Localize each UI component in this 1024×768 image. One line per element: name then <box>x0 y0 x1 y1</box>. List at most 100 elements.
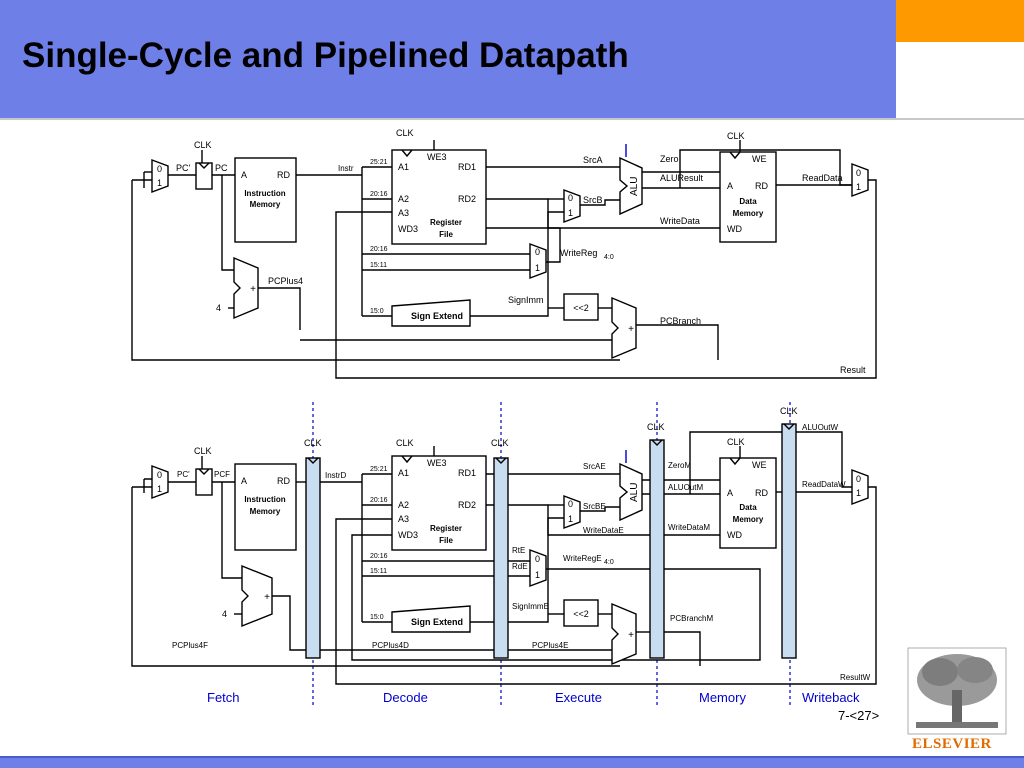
svg-text:0: 0 <box>568 499 573 509</box>
svg-text:CLK: CLK <box>780 406 798 416</box>
result-label: Result <box>840 365 866 375</box>
svg-text:RD: RD <box>277 476 290 486</box>
signimme-label: SignImmE <box>512 602 549 611</box>
pcplus4-adder-pipelined <box>241 564 273 628</box>
svg-text:WE3: WE3 <box>427 152 447 162</box>
pc-register-pipelined <box>195 468 213 496</box>
result-wire <box>335 179 877 379</box>
svg-text:+: + <box>250 284 256 295</box>
svg-text:RD: RD <box>277 170 290 180</box>
svg-text:WD: WD <box>727 530 742 540</box>
svg-text:4:0: 4:0 <box>604 254 614 261</box>
svg-text:Data: Data <box>739 503 757 512</box>
svg-text:ALU: ALU <box>629 177 640 196</box>
elsevier-logo <box>907 647 1007 735</box>
svg-text:1: 1 <box>856 488 861 498</box>
svg-text:RD1: RD1 <box>458 468 476 478</box>
svg-text:1: 1 <box>157 484 162 494</box>
svg-text:1: 1 <box>568 514 573 524</box>
svg-text:RD: RD <box>755 488 768 498</box>
bottom-bar <box>0 758 1024 768</box>
pcplus4-adder <box>233 256 259 320</box>
svg-text:A: A <box>241 170 247 180</box>
instruction-memory <box>234 157 297 243</box>
srca-label: SrcA <box>583 155 603 165</box>
shift-left-2-pipelined <box>563 599 599 627</box>
aluoutm-label: ALUOutM <box>668 483 703 492</box>
svg-text:PC': PC' <box>177 470 190 479</box>
pcplus4-wire <box>258 287 301 330</box>
svg-text:0: 0 <box>856 474 861 484</box>
writedata-label: WriteData <box>660 216 700 226</box>
pc-label: PC <box>215 163 228 173</box>
svg-text:A3: A3 <box>398 208 409 218</box>
data-memory <box>719 151 777 243</box>
pcbranch-adder <box>611 296 637 360</box>
writerege-label: WriteRegE <box>563 554 602 563</box>
pipelined-datapath: 0 1 PC' CLK PCF A RD Instruction Memory … <box>131 402 877 706</box>
svg-text:Register: Register <box>430 218 462 227</box>
publisher-name: ELSEVIER <box>912 736 992 752</box>
svg-text:15:0: 15:0 <box>370 614 384 621</box>
svg-text:A: A <box>727 488 733 498</box>
svg-text:0: 0 <box>535 554 540 564</box>
pc-register <box>195 162 213 190</box>
svg-text:CLK: CLK <box>194 446 212 456</box>
svg-text:Sign Extend: Sign Extend <box>411 617 463 627</box>
rde-label: RdE <box>512 562 528 571</box>
pc-mux-pipelined <box>151 464 169 500</box>
pipeline-register-em <box>649 439 665 659</box>
svg-text:RD2: RD2 <box>458 194 476 204</box>
svg-text:20:16: 20:16 <box>370 246 388 253</box>
svg-text:A: A <box>241 476 247 486</box>
svg-text:A2: A2 <box>398 500 409 510</box>
aluresult-label: ALUResult <box>660 173 704 183</box>
svg-text:0: 0 <box>568 193 573 203</box>
svg-text:A1: A1 <box>398 468 409 478</box>
slide-title: Single-Cycle and Pipelined Datapath <box>22 36 629 75</box>
rte-label: RtE <box>512 546 525 555</box>
svg-text:WE3: WE3 <box>427 458 447 468</box>
svg-text:20:16: 20:16 <box>370 497 388 504</box>
writedatae-label: WriteDataE <box>583 526 624 535</box>
pipeline-register-fd <box>305 457 321 659</box>
svg-text:15:0: 15:0 <box>370 308 384 315</box>
svg-text:WE: WE <box>752 460 767 470</box>
svg-text:A1: A1 <box>398 162 409 172</box>
writereg-mux-pipelined <box>529 548 547 588</box>
svg-text:CLK: CLK <box>647 422 665 432</box>
aluoutw-label: ALUOutW <box>802 423 838 432</box>
svg-text:CLK: CLK <box>194 140 212 150</box>
svg-text:1: 1 <box>157 178 162 188</box>
svg-text:20:16: 20:16 <box>370 191 388 198</box>
svg-text:A3: A3 <box>398 514 409 524</box>
stage-writeback: Writeback <box>802 690 860 705</box>
svg-text:Memory: Memory <box>250 200 281 209</box>
svg-text:1: 1 <box>568 208 573 218</box>
svg-text:CLK: CLK <box>396 128 414 138</box>
svg-text:<<2: <<2 <box>573 609 589 619</box>
svg-text:1: 1 <box>535 570 540 580</box>
svg-text:+: + <box>628 630 634 641</box>
svg-text:Sign Extend: Sign Extend <box>411 311 463 321</box>
pcbranch-wire <box>636 324 719 360</box>
signimm-wire <box>470 211 564 317</box>
svg-text:+: + <box>628 324 634 335</box>
svg-text:<<2: <<2 <box>573 303 589 313</box>
svg-text:1: 1 <box>856 182 861 192</box>
svg-text:RD2: RD2 <box>458 500 476 510</box>
instrd-label: InstrD <box>325 471 347 480</box>
instr-label: Instr <box>338 164 354 173</box>
svg-text:Memory: Memory <box>733 209 764 218</box>
svg-text:CLK: CLK <box>727 131 745 141</box>
readdata-label: ReadData <box>802 173 843 183</box>
stage-fetch: Fetch <box>207 690 240 705</box>
srcb-mux <box>563 188 581 224</box>
svg-text:0: 0 <box>157 470 162 480</box>
svg-text:File: File <box>439 536 453 545</box>
svg-text:15:11: 15:11 <box>370 262 387 269</box>
pc-next-label: PC' <box>176 163 191 173</box>
srcb-mux-pipelined <box>563 494 581 530</box>
svg-text:CLK: CLK <box>491 438 509 448</box>
title-bar <box>0 0 896 118</box>
